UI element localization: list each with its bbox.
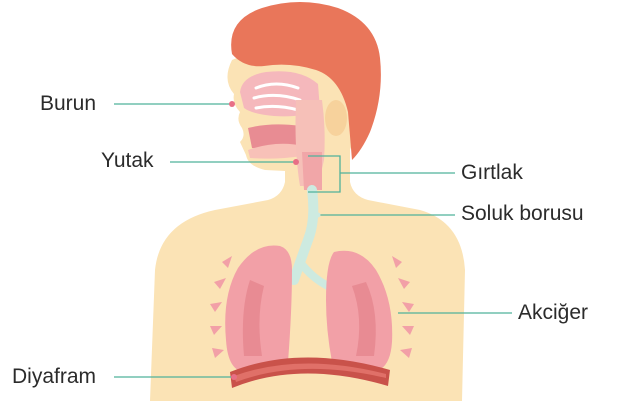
leader-dot-soluk-borusu bbox=[316, 213, 321, 218]
label-girtlak: Gırtlak bbox=[461, 162, 523, 183]
label-diyafram: Diyafram bbox=[12, 366, 96, 387]
label-soluk-borusu: Soluk borusu bbox=[461, 203, 584, 224]
leader-dot-diyafram bbox=[231, 374, 237, 380]
ear bbox=[325, 100, 347, 136]
label-yutak: Yutak bbox=[101, 150, 154, 171]
leader-dot-burun bbox=[229, 101, 235, 107]
label-akciger: Akciğer bbox=[518, 302, 588, 323]
larynx bbox=[302, 152, 322, 190]
label-burun: Burun bbox=[40, 93, 96, 114]
leader-dot-yutak bbox=[293, 159, 299, 165]
